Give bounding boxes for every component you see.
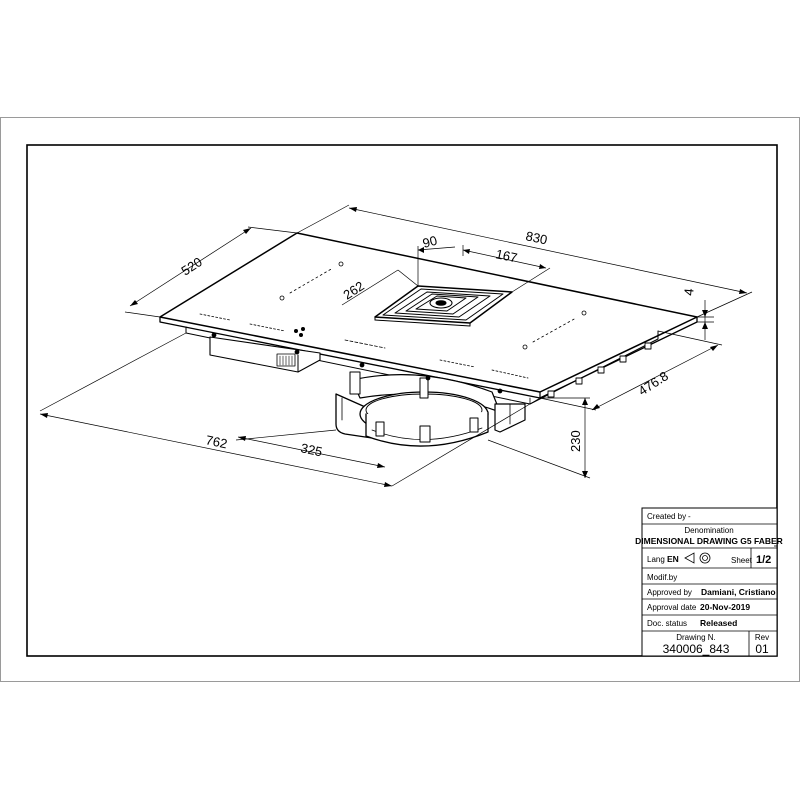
dim-230: 230 [568,430,583,452]
projection-symbol-icon [684,552,711,564]
dim-90: 90 [421,233,439,251]
modif-label: Modif.by [647,573,677,582]
lang-value: EN [667,554,679,564]
dim-167: 167 [494,246,518,265]
dim-4: 4 [681,288,697,297]
doc-status-value: Released [700,618,737,628]
doc-status-label: Doc. status [647,619,687,628]
denomination-label: Denomination [684,526,733,535]
dim-325: 325 [299,440,323,459]
dim-476-8: 476.8 [635,368,670,398]
approval-date-value: 20-Nov-2019 [700,602,750,612]
dimension-arrows [40,207,747,487]
approved-label: Approved by [647,588,692,597]
approval-date-label: Approval date [647,603,697,612]
zone-markers [279,261,587,350]
dim-762: 762 [204,432,228,451]
created-by-value: - [688,512,691,521]
side-tabs [547,342,652,398]
rev-value: 01 [755,642,769,656]
drawing-no-label: Drawing N. [676,633,716,642]
dim-830: 830 [524,228,548,247]
rev-label: Rev [755,633,769,642]
dimension-lines [39,204,753,487]
drawing-no-value: 340006_843 [663,642,730,656]
drawing-border [26,144,778,657]
control-marks [199,313,529,394]
title-block: Created by - Denomination DIMENSIONAL DR… [635,507,783,657]
motor-unit [335,371,526,447]
created-by-label: Created by [647,512,686,521]
vent-grid [374,285,513,327]
denomination-value: DIMENSIONAL DRAWING G5 FABER [635,536,783,546]
approved-value: Damiani, Cristiano [701,587,776,597]
sheet-value: 1/2 [756,554,771,566]
sheet-label: Sheet [731,556,753,565]
lang-label: Lang [647,555,665,564]
dim-520: 520 [178,254,204,278]
